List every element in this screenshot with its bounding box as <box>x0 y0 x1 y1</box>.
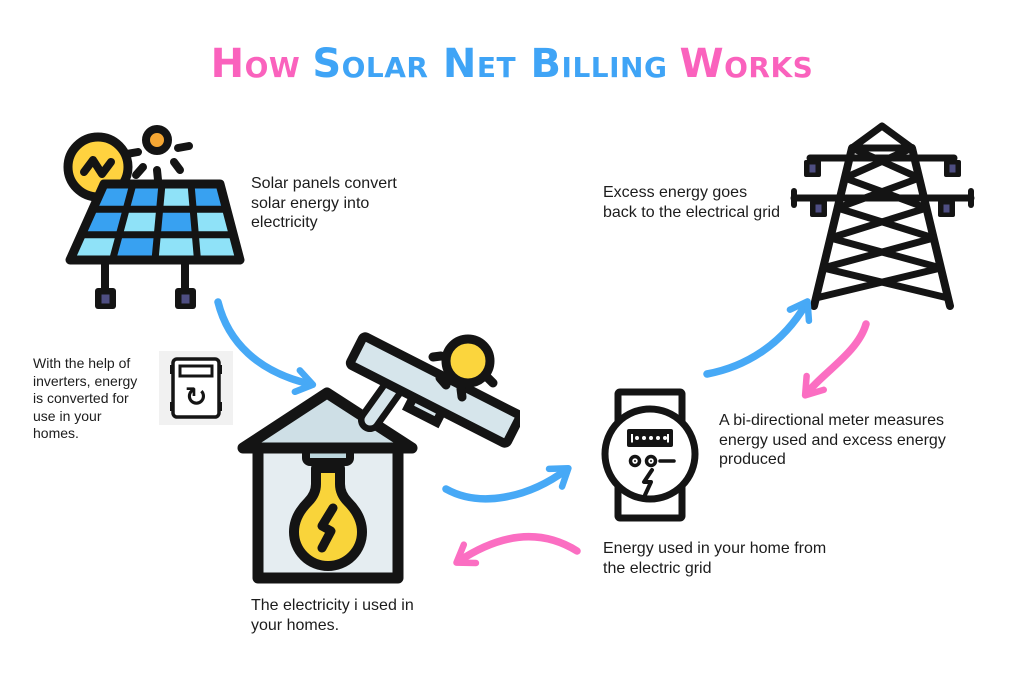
arrow-meter-to-tower <box>703 298 813 378</box>
inverter-glyph: ↻ <box>170 357 222 419</box>
caption-energy-used: Energy used in your home from the electr… <box>603 540 827 577</box>
caption-solar-panels: Solar panels convert solar energy into e… <box>251 175 397 232</box>
transmission-tower-icon <box>790 122 975 310</box>
arrow-grid-to-house <box>453 533 581 567</box>
lightbulb-icon <box>289 463 367 571</box>
caption-bidirectional-meter: A bi-directional meter measures energy u… <box>719 412 946 469</box>
title-word-works: Works <box>679 41 814 87</box>
caption-inverters: With the help of inverters, energy is co… <box>33 355 138 441</box>
house-sun-icon <box>428 334 498 402</box>
inverter-icon: ↻ <box>159 351 233 425</box>
caption-electricity-home: The electricity i used in your homes. <box>251 597 414 634</box>
arrow-tower-to-meter <box>801 320 870 399</box>
title-word-how: How <box>210 41 301 87</box>
sun-icon <box>123 125 193 184</box>
house-icon <box>237 387 418 584</box>
rooftop-panel-icon <box>345 332 520 448</box>
electric-meter-icon <box>601 388 699 522</box>
solar-panel-icon <box>63 125 245 309</box>
caption-excess-energy: Excess energy goes back to the electrica… <box>603 184 780 221</box>
svg-text:↻: ↻ <box>185 382 208 413</box>
arrow-house-to-meter <box>442 464 572 503</box>
title-word-solar-net-billing: Solar Net Billing <box>312 41 668 87</box>
arrow-panel-to-house <box>214 298 317 396</box>
